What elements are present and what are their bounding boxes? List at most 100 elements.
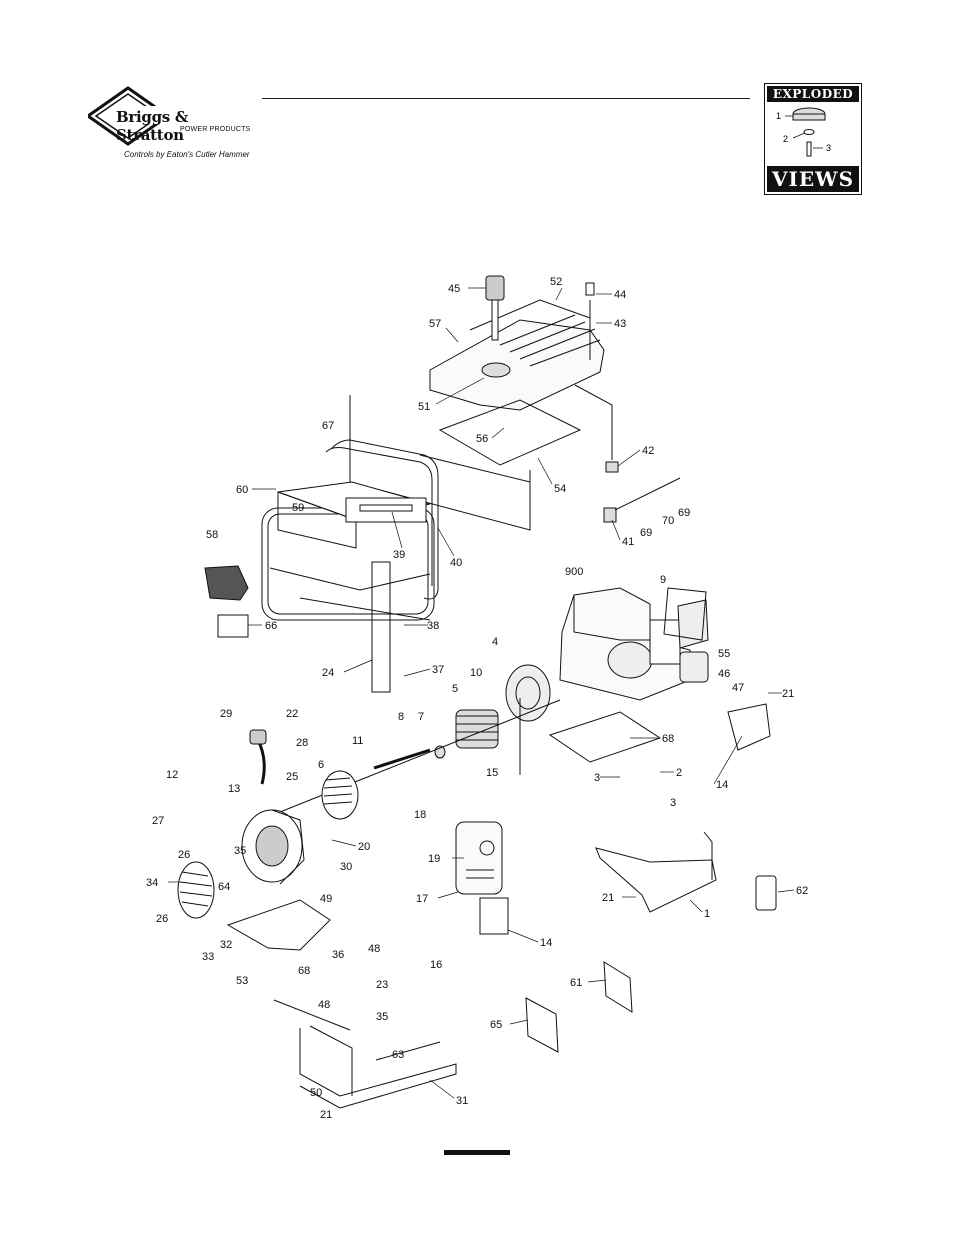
callout-39: 39 xyxy=(393,549,405,561)
callout-14: 14 xyxy=(716,779,728,791)
callout-68: 68 xyxy=(662,733,674,745)
callout-900: 900 xyxy=(565,566,583,578)
callout-43: 43 xyxy=(614,318,626,330)
callout-68: 68 xyxy=(298,965,310,977)
callout-6: 6 xyxy=(318,759,324,771)
callout-2: 2 xyxy=(676,767,682,779)
badge-callout: 2 xyxy=(783,134,788,144)
callout-1: 1 xyxy=(704,908,710,920)
leg-front-shape xyxy=(595,831,717,913)
callout-37: 37 xyxy=(432,664,444,676)
callout-21: 21 xyxy=(782,688,794,700)
manual-65-shape xyxy=(525,997,559,1053)
briggs-stratton-logo: Briggs & Stratton POWER PRODUCTS Control… xyxy=(85,86,258,168)
callout-66: 66 xyxy=(265,620,277,632)
callout-3: 3 xyxy=(670,797,676,809)
callout-18: 18 xyxy=(414,809,426,821)
header-rule xyxy=(262,98,750,99)
callout-63: 63 xyxy=(392,1049,404,1061)
page-number-bar xyxy=(444,1150,510,1155)
callout-11: 11 xyxy=(352,735,363,747)
end-bell-shape xyxy=(241,809,305,885)
callout-67: 67 xyxy=(322,420,334,432)
callout-48: 48 xyxy=(318,999,330,1011)
exploded-views-badge: EXPLODED 1 2 3 VIEWS xyxy=(764,83,862,195)
wire-harness-shape xyxy=(256,739,266,785)
callout-4: 4 xyxy=(492,636,498,648)
callout-5: 5 xyxy=(452,683,458,695)
callout-41: 41 xyxy=(622,536,634,548)
callout-58: 58 xyxy=(206,529,218,541)
callout-47: 47 xyxy=(732,682,744,694)
bracket-24-shape xyxy=(371,561,391,693)
callout-25: 25 xyxy=(286,771,298,783)
callout-22: 22 xyxy=(286,708,298,720)
manual-61-shape xyxy=(603,961,633,1013)
leader-lines xyxy=(168,287,795,1099)
badge-part-icon: 1 2 3 xyxy=(776,107,831,157)
callout-17: 17 xyxy=(416,893,428,905)
badge-callout: 3 xyxy=(826,143,831,153)
callout-24: 24 xyxy=(322,667,334,679)
callout-36: 36 xyxy=(332,949,344,961)
callout-14: 14 xyxy=(540,937,552,949)
control-panel-shape xyxy=(204,565,249,601)
callout-16: 16 xyxy=(430,959,442,971)
callout-40: 40 xyxy=(450,557,462,569)
plate-68-lower-shape xyxy=(226,899,331,951)
callout-48: 48 xyxy=(368,943,380,955)
callout-33: 33 xyxy=(202,951,214,963)
callout-50: 50 xyxy=(310,1087,322,1099)
fuel-tank-shape xyxy=(429,275,605,411)
callout-32: 32 xyxy=(220,939,232,951)
callout-54: 54 xyxy=(554,483,566,495)
callout-45: 45 xyxy=(448,283,460,295)
muffler-shape xyxy=(455,821,509,935)
callout-20: 20 xyxy=(358,841,370,853)
callout-21: 21 xyxy=(602,892,614,904)
bracket-14-shape xyxy=(727,703,771,751)
callout-12: 12 xyxy=(166,769,178,781)
callout-52: 52 xyxy=(550,276,562,288)
callout-34: 34 xyxy=(146,877,158,889)
fan-shape xyxy=(505,664,551,722)
callout-44: 44 xyxy=(614,289,626,301)
tank-pad-shape xyxy=(438,399,582,466)
label-66-shape xyxy=(217,614,249,638)
callout-10: 10 xyxy=(470,667,482,679)
badge-top-label: EXPLODED xyxy=(767,86,859,102)
callout-31: 31 xyxy=(456,1095,468,1107)
plate-68-shape xyxy=(548,711,662,763)
callout-9: 9 xyxy=(660,574,666,586)
grill-shape xyxy=(177,861,215,919)
callout-19: 19 xyxy=(428,853,440,865)
logo-tagline: Controls by Eaton's Cutler Hammer xyxy=(124,150,250,159)
callout-60: 60 xyxy=(236,484,248,496)
badge-callout: 1 xyxy=(776,111,781,121)
engine-shape xyxy=(559,587,709,701)
callout-labels: 45 52 44 43 57 51 56 54 67 60 59 39 40 4… xyxy=(146,276,808,1121)
oil-bottle-shape xyxy=(755,875,777,911)
badge-bottom-label: VIEWS xyxy=(767,166,859,192)
callout-46: 46 xyxy=(718,668,730,680)
label-9-shape xyxy=(663,587,707,641)
callout-13: 13 xyxy=(228,783,240,795)
callout-69: 69 xyxy=(678,507,690,519)
callout-59: 59 xyxy=(292,502,304,514)
callout-30: 30 xyxy=(340,861,352,873)
callout-8: 8 xyxy=(398,711,404,723)
logo-brand: Briggs & Stratton xyxy=(116,108,189,144)
callout-35: 35 xyxy=(376,1011,388,1023)
callout-51: 51 xyxy=(418,401,430,413)
callout-49: 49 xyxy=(320,893,332,905)
callout-26: 26 xyxy=(156,913,168,925)
callout-42: 42 xyxy=(642,445,654,457)
callout-29: 29 xyxy=(220,708,232,720)
stator-shape xyxy=(455,709,499,749)
callout-28: 28 xyxy=(296,737,308,749)
callout-56: 56 xyxy=(476,433,488,445)
frame-shape xyxy=(261,439,439,621)
callout-62: 62 xyxy=(796,885,808,897)
logo-diamond-icon xyxy=(85,86,254,146)
